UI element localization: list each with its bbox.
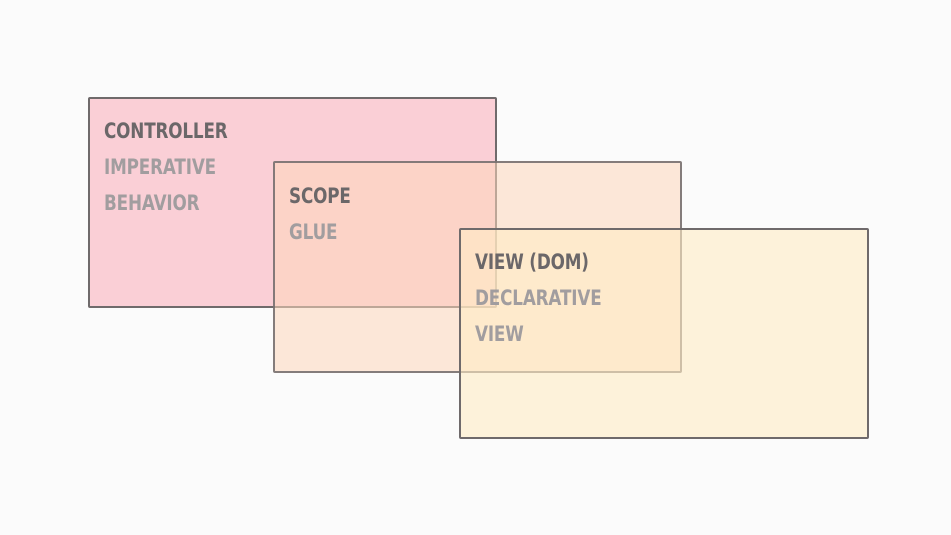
view-desc-line-2: VIEW — [475, 322, 524, 346]
controller-desc-line-2: BEHAVIOR — [104, 191, 200, 215]
controller-title: CONTROLLER — [104, 119, 228, 143]
controller-desc-line-1: IMPERATIVE — [104, 155, 216, 179]
view-title: VIEW (DOM) — [475, 250, 589, 274]
controller-text-block: CONTROLLER IMPERATIVE BEHAVIOR — [104, 113, 228, 221]
scope-title: SCOPE — [289, 184, 351, 208]
view-desc-line-1: DECLARATIVE — [475, 286, 602, 310]
scope-desc-line-1: GLUE — [289, 220, 338, 244]
view-box — [459, 228, 869, 439]
scope-text-block: SCOPE GLUE — [289, 178, 351, 250]
view-text-block: VIEW (DOM) DECLARATIVE VIEW — [475, 244, 602, 352]
